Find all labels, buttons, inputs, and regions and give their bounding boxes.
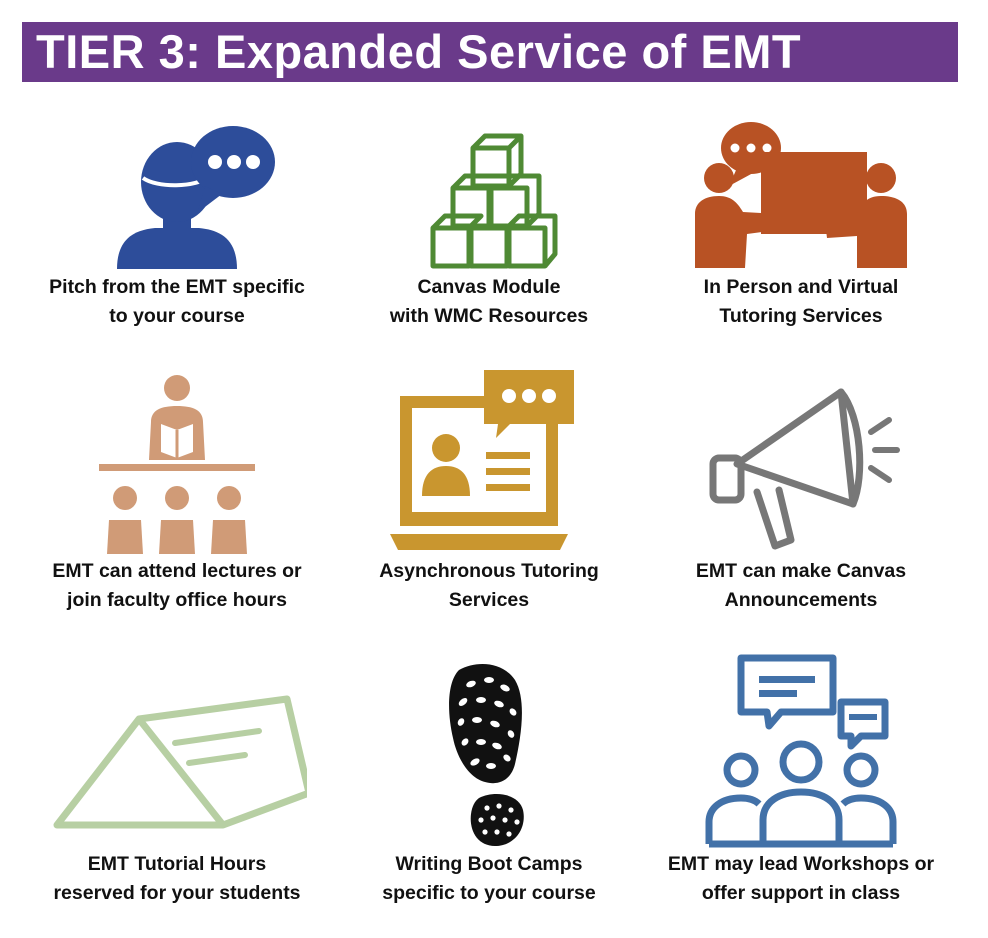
- stacked-blocks-icon: [430, 133, 558, 269]
- laptop-chat-icon: [390, 370, 574, 550]
- tile-tutorial-hours: EMT Tutorial Hours reserved for your stu…: [12, 685, 342, 908]
- tile-caption: Canvas Module with WMC Resources: [389, 276, 589, 327]
- bootprint-icon: [449, 664, 524, 846]
- tile-canvas-module: Canvas Module with WMC Resources: [324, 118, 654, 331]
- page-title: TIER 3: Expanded Service of EMT: [36, 25, 802, 78]
- lecture-audience-icon: [99, 375, 255, 554]
- tile-caption: Asynchronous Tutoring Services: [379, 560, 599, 611]
- name-tent-icon: [53, 695, 307, 829]
- tile-caption: Pitch from the EMT specific to your cour…: [49, 276, 305, 327]
- tile-caption: EMT can make Canvas Announcements: [695, 560, 907, 611]
- tile-tutoring: In Person and Virtual Tutoring Services: [636, 118, 966, 331]
- tile-pitch: Pitch from the EMT specific to your cour…: [12, 118, 342, 331]
- tile-caption: EMT Tutorial Hours reserved for your stu…: [53, 853, 301, 904]
- tile-announcements: EMT can make Canvas Announcements: [636, 376, 966, 615]
- person-speech-icon: [117, 126, 275, 269]
- group-discussion-icon: [705, 654, 897, 848]
- tile-caption: In Person and Virtual Tutoring Services: [703, 276, 899, 327]
- tutoring-meeting-icon: [695, 122, 907, 268]
- header-banner: TIER 3: Expanded Service of EMT: [22, 22, 958, 82]
- tile-workshops: EMT may lead Workshops or offer support …: [636, 652, 966, 908]
- tile-boot-camps: Writing Boot Camps specific to your cour…: [324, 658, 654, 908]
- tile-caption: EMT may lead Workshops or offer support …: [667, 853, 935, 904]
- tile-async: Asynchronous Tutoring Services: [324, 366, 654, 615]
- tile-lectures: EMT can attend lectures or join faculty …: [12, 372, 342, 615]
- tile-caption: EMT can attend lectures or join faculty …: [52, 560, 302, 611]
- tile-caption: Writing Boot Camps specific to your cour…: [382, 853, 596, 904]
- megaphone-icon: [709, 388, 900, 550]
